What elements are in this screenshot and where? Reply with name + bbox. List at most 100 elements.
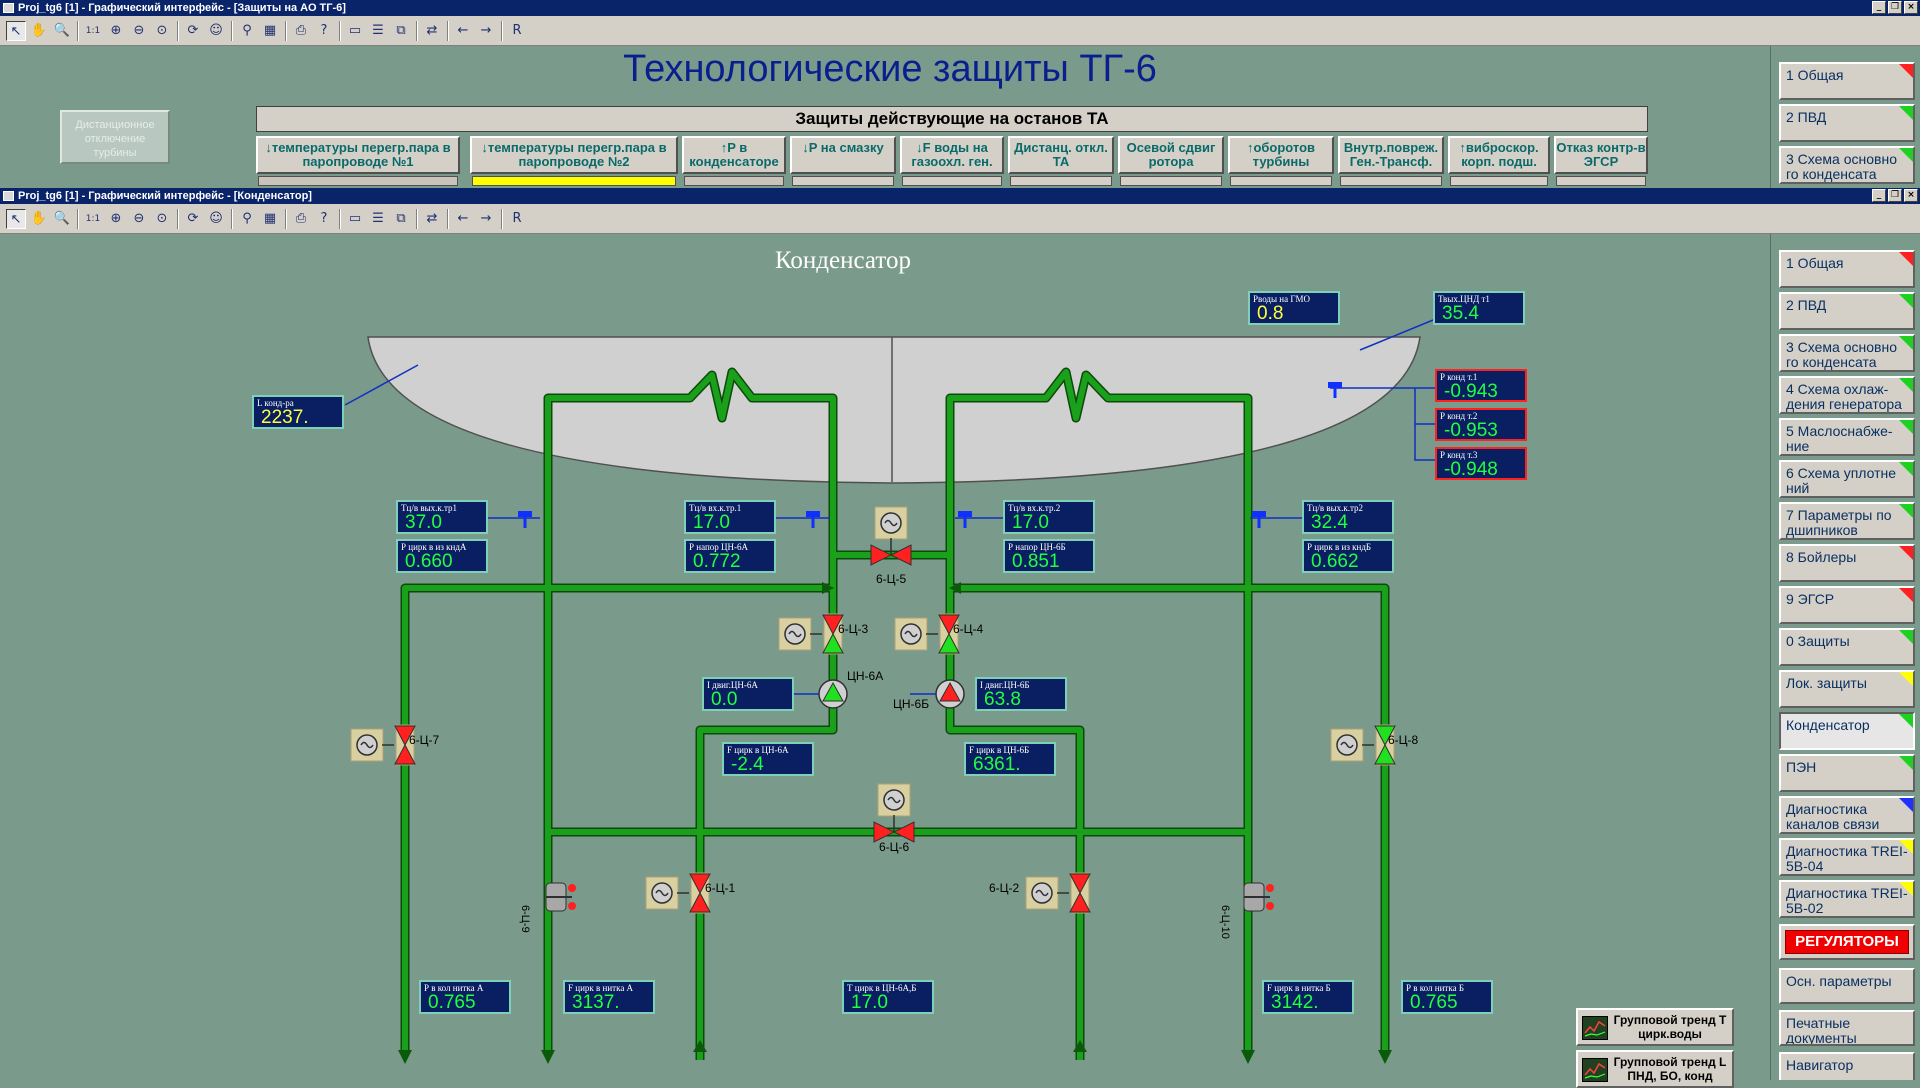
minimize-button[interactable]: _ <box>1872 1 1886 14</box>
valve[interactable]: 6-Ц-3 <box>778 613 869 655</box>
sidebar-item[interactable]: 2 ПВД <box>1779 292 1915 330</box>
pointer-icon[interactable]: ↖ <box>6 21 26 41</box>
meter[interactable]: F цирк в ЦН-6А-2.4 <box>722 742 814 776</box>
sidebar-item[interactable]: Диагностика TREI-5B-04 <box>1779 838 1915 876</box>
sidebar-item[interactable]: Диагностика TREI-5B-02 <box>1779 880 1915 918</box>
group-trend-button[interactable]: Групповой тренд L ПНД, БО, конд <box>1576 1050 1734 1088</box>
protection-button[interactable]: Отказ контр-в ЭГСР <box>1554 136 1648 174</box>
cascade-icon[interactable]: ⧉ <box>396 211 406 226</box>
window-icon[interactable]: ▭ <box>348 211 362 226</box>
forward-icon[interactable]: → <box>480 23 492 38</box>
help-icon[interactable]: ? <box>320 23 328 38</box>
protection-button[interactable]: ↑виброскор. корп. подш. <box>1448 136 1550 174</box>
find-icon[interactable]: ⚲ <box>242 211 252 226</box>
user-icon[interactable]: ☺ <box>209 211 223 226</box>
pan-icon[interactable]: ✋ <box>30 211 48 226</box>
pump[interactable]: ЦН-6А <box>793 669 883 709</box>
list-icon[interactable]: ☰ <box>372 23 384 38</box>
valve[interactable]: 6-Ц-7 <box>350 724 440 766</box>
zoom-in-icon[interactable]: ⊕ <box>110 211 122 226</box>
sidebar-item[interactable]: Диагностика каналов связи <box>1779 796 1915 834</box>
valve[interactable]: 6-Ц-5 <box>870 506 912 586</box>
protection-button[interactable]: ↓температуры перегр.пара в паропроводе №… <box>470 136 678 174</box>
rotary-valve[interactable]: 6-Ц-10 <box>1219 882 1274 939</box>
meter[interactable]: Р конд т.1-0.943 <box>1435 369 1527 402</box>
meter[interactable]: Р конд т.3-0.948 <box>1435 447 1527 480</box>
sidebar-item[interactable]: 0 Защиты <box>1779 628 1915 666</box>
cascade-icon[interactable]: ⧉ <box>396 23 406 38</box>
sidebar-item[interactable]: 7 Параметры по дшипников <box>1779 502 1915 540</box>
record-icon[interactable]: R <box>512 211 522 226</box>
zoom-icon[interactable]: 🔍 <box>53 211 71 226</box>
sidebar-item[interactable]: 3 Схема основно го конденсата <box>1779 146 1915 184</box>
zoom-out-icon[interactable]: ⊖ <box>133 211 145 226</box>
valve[interactable]: 6-Ц-4 <box>894 613 984 655</box>
refresh-icon[interactable]: ⟳ <box>187 211 199 226</box>
save-icon[interactable]: ▦ <box>263 23 277 38</box>
sidebar-item[interactable]: Навигатор <box>1779 1052 1915 1080</box>
sidebar-item[interactable]: 8 Бойлеры <box>1779 544 1915 582</box>
zoom-in-icon[interactable]: ⊕ <box>110 23 122 38</box>
valve[interactable]: 6-Ц-2 <box>989 872 1091 914</box>
protection-button[interactable]: Осевой сдвиг ротора <box>1118 136 1224 174</box>
protection-button[interactable]: ↓P на смазку <box>790 136 896 174</box>
sidebar-item[interactable]: ПЭН <box>1779 754 1915 792</box>
user-icon[interactable]: ☺ <box>209 23 223 38</box>
valve[interactable]: 6-Ц-6 <box>873 783 915 854</box>
protection-button[interactable]: ↓температуры перегр.пара в паропроводе №… <box>256 136 460 174</box>
protection-button[interactable]: ↓F воды на газоохл. ген. <box>900 136 1004 174</box>
zoom-1-1-icon[interactable]: 1:1 <box>85 214 101 224</box>
restore-button[interactable]: ❐ <box>1888 189 1902 202</box>
zoom-1-1-icon[interactable]: 1:1 <box>85 26 101 36</box>
meter[interactable]: Р конд т.2-0.953 <box>1435 408 1527 441</box>
close-button[interactable]: × <box>1904 189 1918 202</box>
sidebar-item[interactable]: 2 ПВД <box>1779 104 1915 142</box>
sidebar-item[interactable]: РЕГУЛЯТОРЫ <box>1779 924 1915 960</box>
zoom-out-icon[interactable]: ⊖ <box>133 23 145 38</box>
sidebar-item[interactable]: 1 Общая <box>1779 250 1915 288</box>
help-icon[interactable]: ? <box>320 211 328 226</box>
back-icon[interactable]: ← <box>457 23 469 38</box>
pointer-icon[interactable]: ↖ <box>6 209 26 229</box>
save-icon[interactable]: ▦ <box>263 211 277 226</box>
record-icon[interactable]: R <box>512 23 522 38</box>
sidebar-item[interactable]: 9 ЭГСР <box>1779 586 1915 624</box>
back-icon[interactable]: ← <box>457 211 469 226</box>
sidebar-item[interactable]: 1 Общая <box>1779 62 1915 100</box>
protection-button[interactable]: ↑P в конденсаторе <box>682 136 786 174</box>
group-trend-button[interactable]: Групповой тренд Т цирк.воды <box>1576 1008 1734 1046</box>
forward-icon[interactable]: → <box>480 211 492 226</box>
zoom-icon[interactable]: 🔍 <box>53 23 71 38</box>
sidebar-item[interactable]: Лок. защиты <box>1779 670 1915 708</box>
protection-button[interactable]: Внутр.повреж. Ген.-Трансф. <box>1338 136 1444 174</box>
sidebar-item[interactable]: 4 Схема охлаж- дения генератора <box>1779 376 1915 414</box>
sidebar-item[interactable]: 3 Схема основно го конденсата <box>1779 334 1915 372</box>
win2-titlebar[interactable]: Proj_tg6 [1] - Графический интерфейс - [… <box>0 188 1920 204</box>
print-icon[interactable]: ⎙ <box>295 211 307 226</box>
remote-shutdown-button[interactable]: Дистанционное отключение турбины <box>60 110 170 164</box>
find-icon[interactable]: ⚲ <box>242 23 252 38</box>
sidebar-item[interactable]: Печатные документы <box>1779 1010 1915 1046</box>
list-icon[interactable]: ☰ <box>372 211 384 226</box>
zoom-fit-icon[interactable]: ⊙ <box>156 23 168 38</box>
rotary-valve[interactable]: 6-Ц-9 <box>519 882 576 933</box>
switch-icon[interactable]: ⇄ <box>426 23 438 38</box>
protection-button[interactable]: ↑оборотов турбины <box>1228 136 1334 174</box>
sidebar-item[interactable]: 6 Схема уплотне ний <box>1779 460 1915 498</box>
